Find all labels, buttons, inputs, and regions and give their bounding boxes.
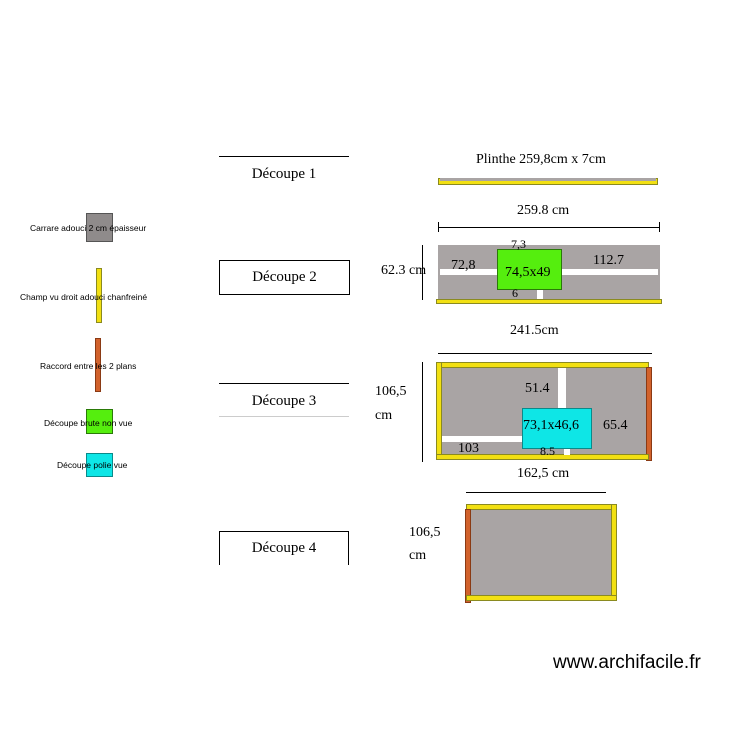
decoupe4-label: Découpe 4 bbox=[251, 540, 317, 556]
plinthe-label: Plinthe 259,8cm x 7cm bbox=[476, 152, 606, 167]
piece4-right-edge bbox=[611, 504, 617, 600]
piece3-raccord bbox=[646, 367, 652, 461]
watermark: www.archifacile.fr bbox=[553, 652, 701, 673]
piece2-joint-right bbox=[562, 269, 658, 275]
piece2-front-edge bbox=[436, 299, 662, 304]
legend: Carrare adouci 2 cm épaisseur Champ vu d… bbox=[0, 200, 200, 490]
piece2-gap-marker bbox=[537, 290, 543, 299]
piece4-front-edge bbox=[466, 595, 617, 601]
legend-swatch-brute bbox=[86, 409, 113, 434]
piece2-depth-label: 62.3 cm bbox=[381, 263, 427, 278]
piece2-joint-left bbox=[440, 269, 497, 275]
legend-label-polie: Découpe polie vue bbox=[57, 460, 128, 470]
piece3-depth-unit: cm bbox=[375, 408, 393, 423]
piece4-slab bbox=[471, 510, 611, 595]
piece2-left-dim: 72,8 bbox=[451, 258, 476, 273]
decoupe3-rule-bottom bbox=[219, 416, 349, 417]
decoupe1-label: Découpe 1 bbox=[251, 166, 317, 182]
piece2-width-dimline bbox=[438, 227, 660, 228]
piece3-left-dim: 103 bbox=[458, 441, 479, 456]
decoupe3-rule-top bbox=[219, 383, 349, 384]
legend-swatch-carrare bbox=[86, 213, 113, 242]
piece4-width-dimline bbox=[466, 492, 606, 493]
piece2-bottom-dim: 6 bbox=[512, 286, 518, 300]
decoupe3-label: Découpe 3 bbox=[251, 393, 317, 409]
piece2-depth-dimline bbox=[422, 245, 423, 300]
piece4-depth-value: 106,5 bbox=[409, 525, 441, 540]
legend-label-raccord: Raccord entre les 2 plans bbox=[40, 361, 137, 371]
piece3-joint-vertical bbox=[558, 368, 566, 408]
piece2-top-dim: 7,3 bbox=[511, 237, 526, 251]
decoupe2-label: Découpe 2 bbox=[252, 269, 317, 285]
piece3-width-dimline bbox=[438, 353, 652, 354]
legend-label-brute: Découpe brute non vue bbox=[44, 418, 133, 428]
legend-swatch-raccord bbox=[95, 338, 101, 392]
piece3-cutout-dim: 73,1x46,6 bbox=[523, 418, 579, 433]
decoupe2-box bbox=[219, 260, 350, 295]
piece2-cutout-dim: 74,5x49 bbox=[505, 265, 551, 280]
piece3-front-edge bbox=[436, 454, 649, 460]
decoupe1-rule bbox=[219, 156, 349, 157]
legend-label-carrare: Carrare adouci 2 cm épaisseur bbox=[30, 223, 147, 233]
legend-swatch-champ bbox=[96, 268, 102, 323]
piece3-cutout bbox=[522, 408, 592, 449]
legend-swatch-polie bbox=[86, 453, 113, 477]
legend-label-champ: Champ vu droit adouci chanfreiné bbox=[20, 292, 148, 302]
piece3-right-dim: 65.4 bbox=[603, 418, 628, 433]
piece4-raccord bbox=[465, 509, 471, 603]
piece3-bottom-dim: 8.5 bbox=[540, 444, 555, 458]
piece3-width-label: 241.5cm bbox=[510, 323, 559, 338]
piece3-depth-dimline bbox=[422, 362, 423, 462]
piece4-depth-unit: cm bbox=[409, 548, 427, 563]
decoupe4-box bbox=[219, 531, 349, 565]
piece3-upper-dim: 51.4 bbox=[525, 381, 550, 396]
piece2-width-tick-left bbox=[438, 222, 439, 232]
piece3-gap-marker bbox=[564, 449, 570, 455]
piece4-width-label: 162,5 cm bbox=[517, 466, 570, 481]
piece2-right-dim: 112.7 bbox=[593, 253, 624, 268]
piece2-width-tick-right bbox=[659, 222, 660, 232]
piece2-width-label: 259.8 cm bbox=[517, 203, 570, 218]
piece3-joint-horizontal bbox=[442, 436, 522, 442]
piece2-cutout bbox=[497, 249, 562, 290]
plinthe-strip-shade bbox=[440, 178, 656, 181]
piece3-depth-value: 106,5 bbox=[375, 384, 407, 399]
